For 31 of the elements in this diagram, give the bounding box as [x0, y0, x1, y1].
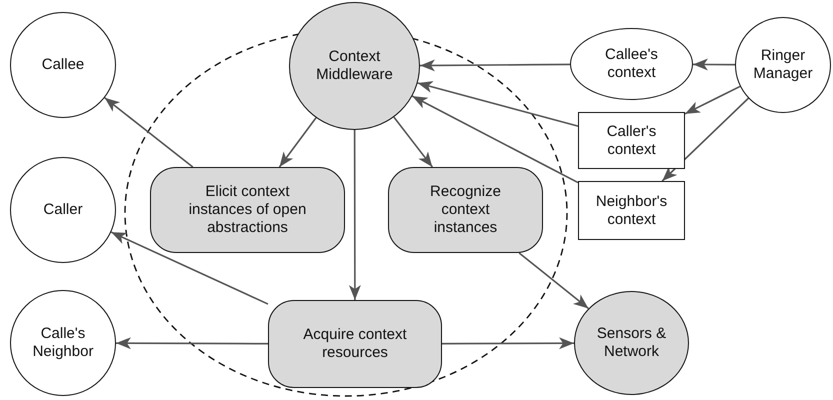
node-label: Callee: [42, 56, 84, 74]
node-label: Elicit context instances of open abstractions: [188, 183, 308, 237]
arrow: [412, 95, 578, 184]
node-label: Calle's Neighbor: [32, 325, 94, 361]
process-box: [268, 300, 442, 388]
node-label: Caller's context: [606, 122, 658, 158]
arrow: [420, 59, 570, 72]
arrow: [110, 231, 268, 305]
arrow: [692, 58, 735, 70]
node-label: Caller: [43, 201, 83, 219]
arrow: [417, 81, 578, 127]
arrow: [104, 97, 194, 168]
arrow: [348, 130, 361, 300]
arrow: [393, 116, 433, 168]
arrow: [116, 337, 268, 350]
node-label: Sensors & Network: [596, 325, 668, 361]
node-label: Callee's context: [604, 46, 659, 82]
arrow: [518, 252, 589, 310]
arrow: [442, 337, 574, 350]
node-label: Context Middleware: [315, 48, 394, 84]
arrow: [684, 86, 740, 115]
arrow: [662, 98, 749, 182]
context-box: [578, 112, 685, 169]
node-label: Neighbor's context: [594, 192, 668, 228]
context-box: [578, 181, 685, 240]
process-box: [388, 167, 543, 253]
node-label: Ringer Manager: [752, 47, 814, 83]
node-label: Acquire context resources: [302, 326, 408, 362]
node-label: Recognize context instances: [429, 183, 502, 237]
process-box: [150, 167, 345, 253]
arrow: [278, 117, 317, 168]
